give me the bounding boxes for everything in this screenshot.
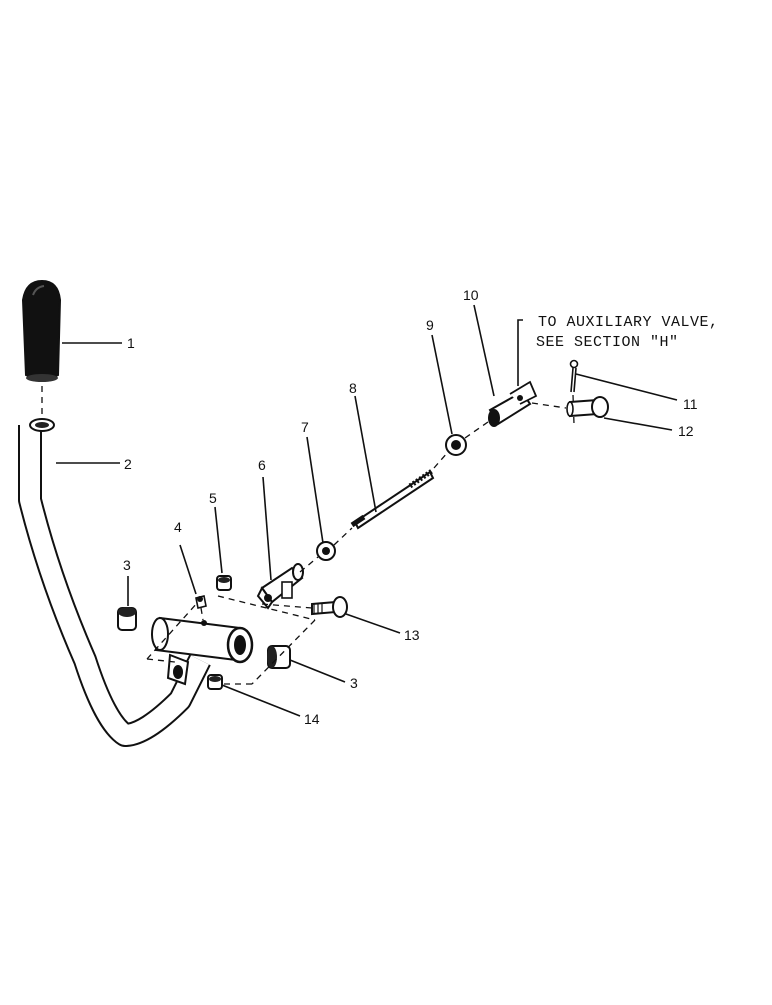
callout-7: 7 — [301, 419, 309, 435]
callout-3-left: 3 — [123, 557, 131, 573]
note-line-2: SEE SECTION "H" — [536, 334, 679, 351]
part-11-cotter-pin — [569, 359, 579, 393]
callout-labels: 1 2 3 3 4 5 6 7 8 9 10 11 12 13 14 — [123, 287, 698, 727]
callout-14: 14 — [304, 711, 320, 727]
part-7-nut — [316, 541, 336, 561]
part-8-threaded-rod — [350, 468, 435, 530]
callout-12: 12 — [678, 423, 694, 439]
part-12-clevis-pin — [566, 396, 609, 418]
callout-1: 1 — [127, 335, 135, 351]
dash-fitting — [200, 607, 204, 621]
part-5-nut — [216, 575, 232, 591]
pivot-cross-tube — [151, 616, 254, 686]
auxiliary-valve-note: TO AUXILIARY VALVE, SEE SECTION "H" — [536, 314, 719, 351]
callout-8: 8 — [349, 380, 357, 396]
callout-11: 11 — [683, 396, 698, 412]
part-3-bushing-right — [267, 645, 291, 669]
callout-9: 9 — [426, 317, 434, 333]
callout-6: 6 — [258, 457, 266, 473]
part-9-nut — [445, 434, 467, 456]
callout-3-right: 3 — [350, 675, 358, 691]
part-1-knob — [21, 279, 62, 382]
callout-10: 10 — [463, 287, 479, 303]
part-10-clevis — [488, 380, 538, 427]
note-bracket — [517, 319, 523, 386]
part-3-bushing-left — [117, 607, 137, 631]
note-line-1: TO AUXILIARY VALVE, — [538, 314, 719, 331]
callout-4: 4 — [174, 519, 182, 535]
callout-5: 5 — [209, 490, 217, 506]
part-4-grease-fitting — [195, 595, 207, 609]
part-6-clevis — [256, 563, 304, 610]
part-14-nut — [207, 674, 223, 690]
leader-lines — [56, 304, 678, 717]
part-2-lever-tube — [18, 418, 211, 747]
callout-13: 13 — [404, 627, 420, 643]
assembly-dashed-lines — [146, 402, 567, 685]
part-13-bolt — [311, 596, 348, 618]
callout-2: 2 — [124, 456, 132, 472]
